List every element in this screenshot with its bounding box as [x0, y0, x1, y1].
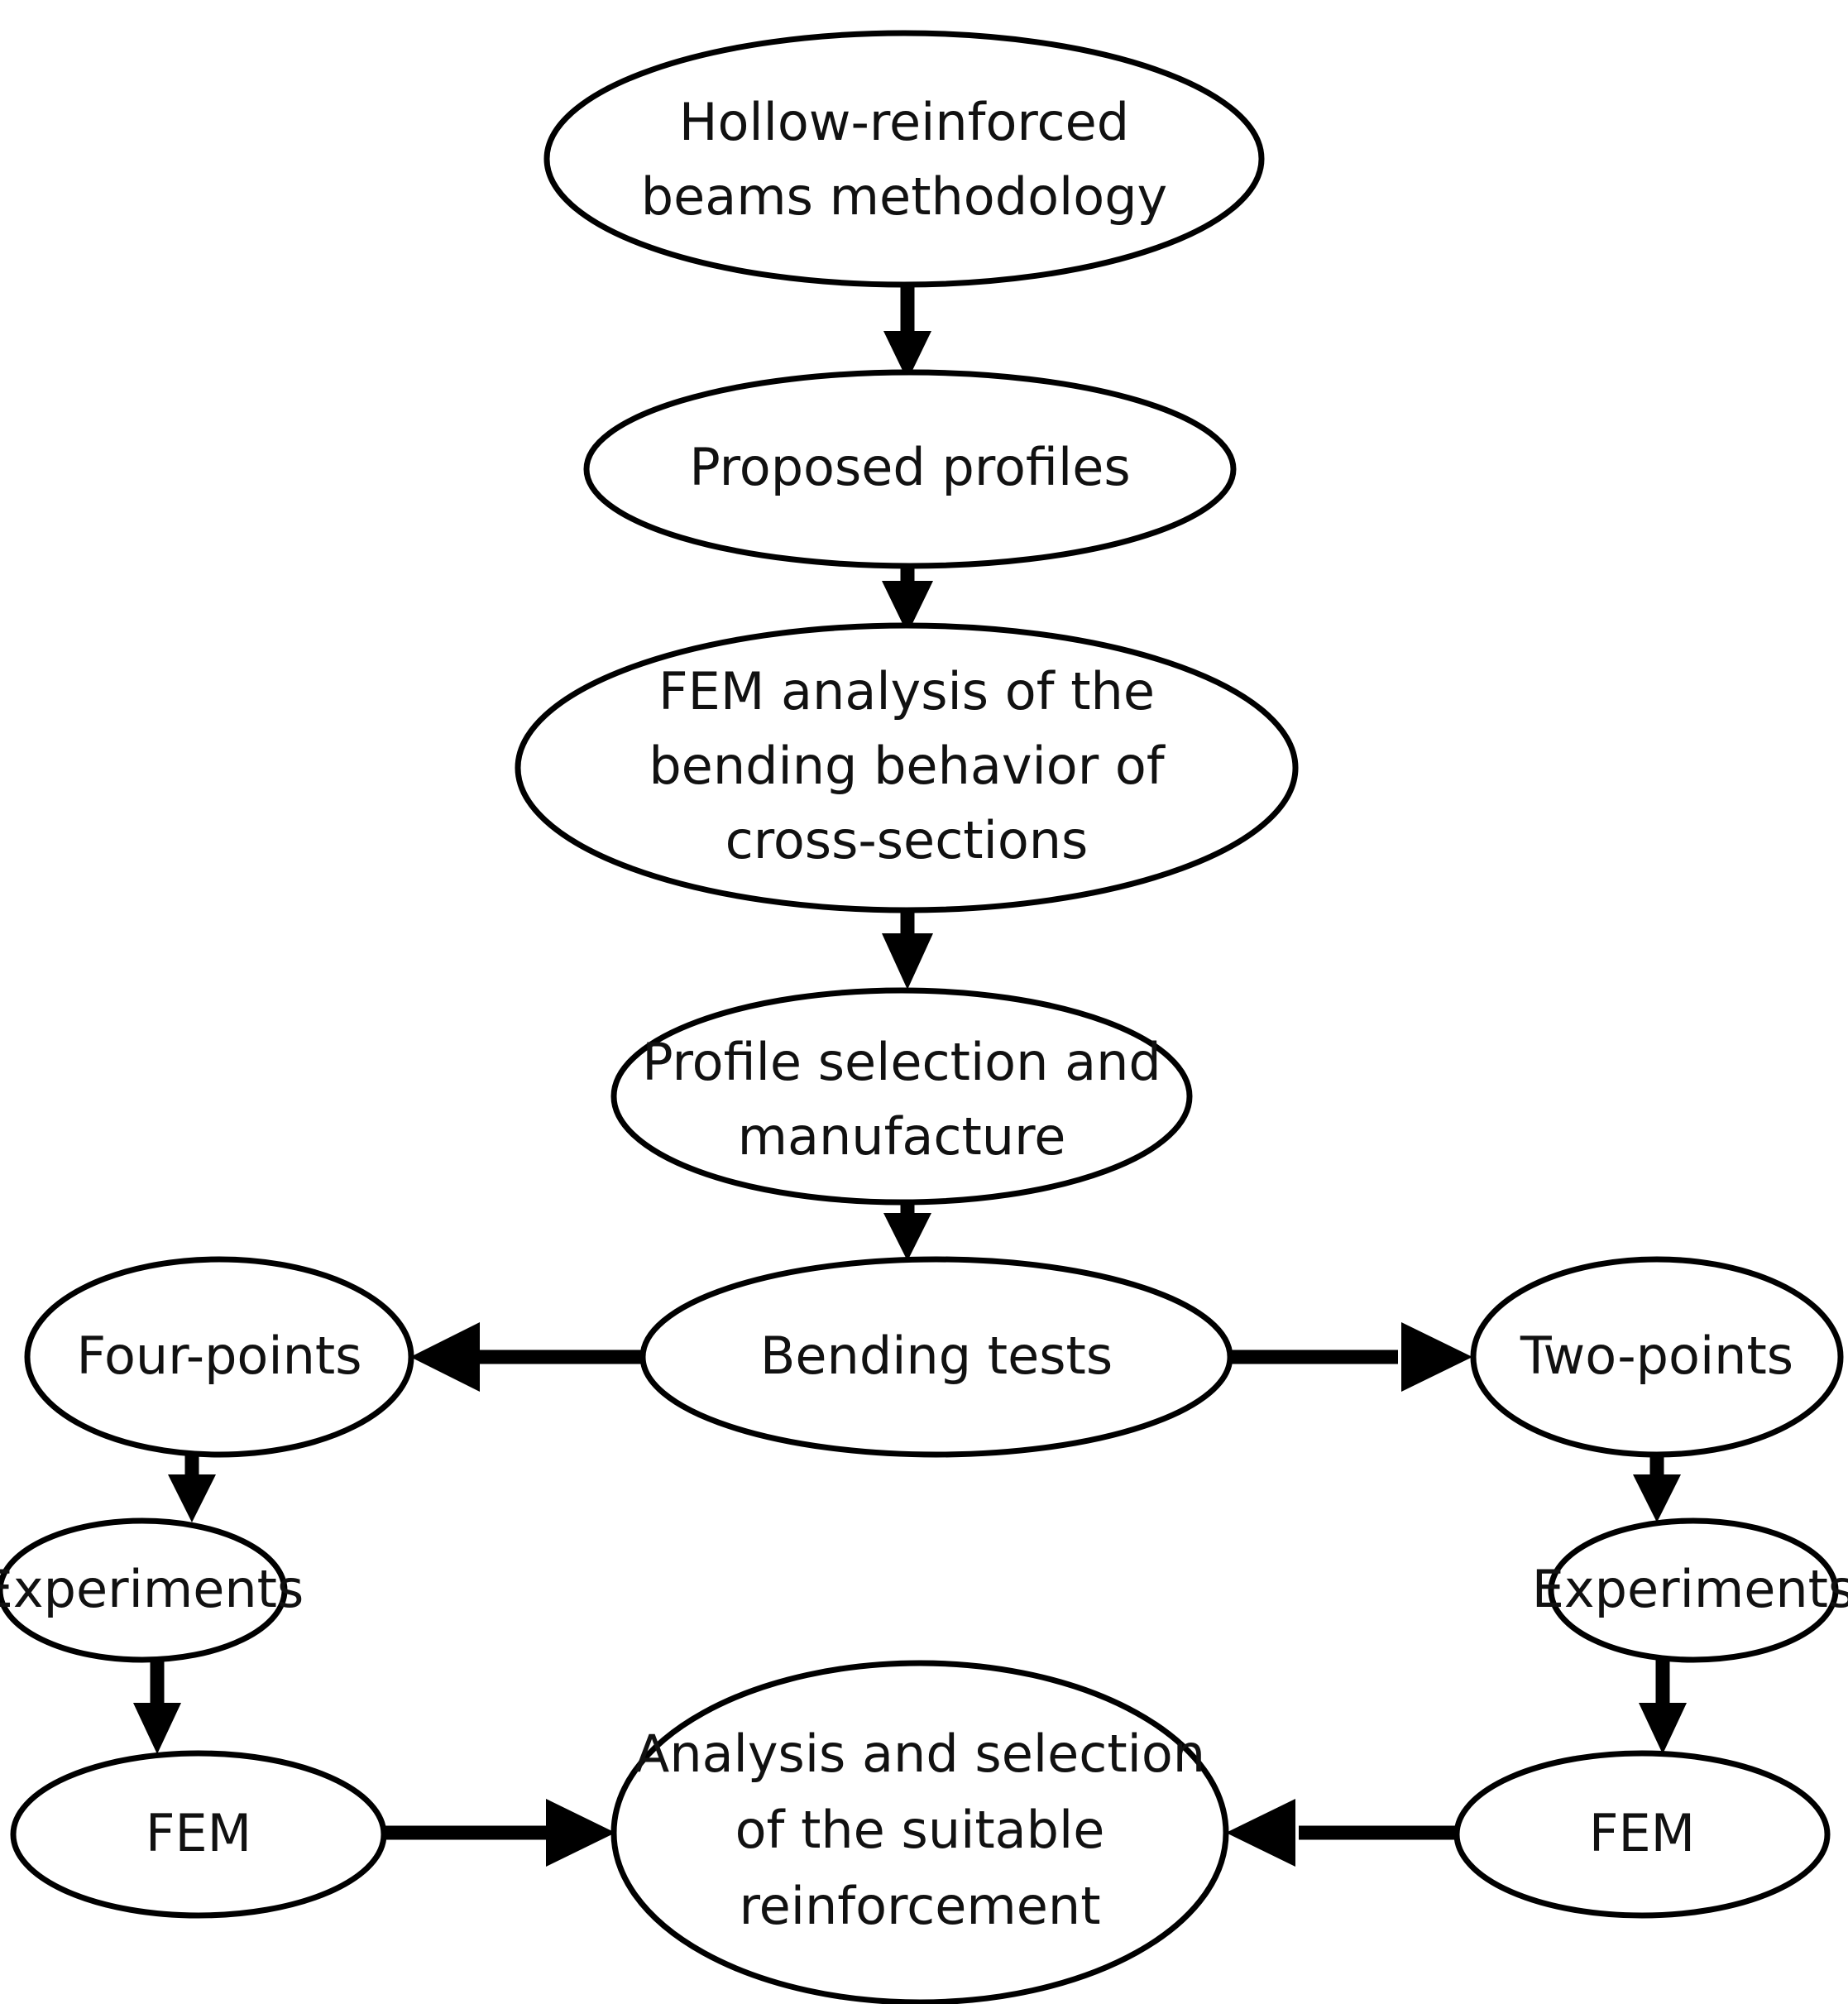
node-two-points-shape[interactable]	[1470, 1256, 1844, 1458]
node-experiments-right-shape[interactable]	[1548, 1517, 1839, 1663]
node-fem-analysis-shape[interactable]	[515, 622, 1299, 913]
node-fem-analysis-label-line-1: FEM analysis of the	[658, 661, 1155, 722]
node-methodology-label-line-2: beams methodology	[641, 166, 1167, 227]
edge-fem-left-to-analysis	[382, 1799, 615, 1867]
node-layer: Hollow-reinforced beams methodology Prop…	[0, 30, 1848, 2004]
node-experiments-left[interactable]: Experiments	[0, 1517, 304, 1663]
node-fem-right[interactable]: FEM	[1453, 1750, 1831, 1919]
node-analysis-selection-label-line-3: reinforcement	[739, 1876, 1100, 1936]
node-analysis-selection-label-line-1: Analysis and selection	[634, 1724, 1205, 1784]
edge-bending-tests-to-four-points	[410, 1322, 644, 1392]
node-proposed-profiles-shape[interactable]	[583, 369, 1237, 569]
node-profile-selection-label-line-1: Profile selection and	[642, 1032, 1161, 1092]
node-fem-analysis[interactable]: FEM analysis of the bending behavior of …	[515, 622, 1299, 913]
edge-experiments-left-to-fem-left	[133, 1660, 181, 1754]
node-four-points-label: Four-points	[77, 1326, 362, 1386]
node-methodology-label-line-1: Hollow-reinforced	[679, 92, 1129, 152]
edge-bending-tests-to-two-points	[1230, 1322, 1472, 1392]
node-bending-tests[interactable]: Bending tests	[639, 1256, 1233, 1458]
node-fem-analysis-label-line-2: bending behavior of	[649, 736, 1166, 796]
node-four-points-shape[interactable]	[24, 1256, 414, 1458]
node-bending-tests-shape[interactable]	[639, 1256, 1233, 1458]
node-analysis-selection-label-line-2: of the suitable	[735, 1800, 1105, 1860]
node-analysis-selection[interactable]: Analysis and selection of the suitable r…	[610, 1660, 1229, 2004]
edge-fem-right-to-analysis	[1226, 1799, 1458, 1867]
node-profile-selection-label-line-2: manufacture	[738, 1106, 1066, 1167]
edge-experiments-right-to-fem-right	[1639, 1660, 1687, 1754]
edge-four-points-to-experiments-left	[168, 1455, 216, 1522]
node-experiments-left-label: Experiments	[0, 1559, 304, 1619]
node-fem-left-shape[interactable]	[10, 1750, 387, 1919]
node-fem-right-label: FEM	[1589, 1803, 1695, 1863]
node-fem-left-label: FEM	[146, 1803, 251, 1863]
node-experiments-left-shape[interactable]	[0, 1517, 288, 1663]
node-fem-left[interactable]: FEM	[10, 1750, 387, 1919]
node-proposed-profiles-label: Proposed profiles	[689, 437, 1130, 497]
node-bending-tests-label: Bending tests	[760, 1326, 1113, 1386]
edge-proposed-to-fem-analysis	[882, 564, 933, 634]
node-two-points-label: Two-points	[1520, 1326, 1793, 1386]
node-profile-selection[interactable]: Profile selection and manufacture	[610, 987, 1193, 1206]
node-methodology-shape[interactable]	[543, 30, 1265, 288]
node-experiments-right[interactable]: Experiments	[1532, 1517, 1848, 1663]
node-fem-analysis-label-line-3: cross-sections	[725, 810, 1089, 870]
node-experiments-right-label: Experiments	[1532, 1559, 1848, 1619]
node-two-points[interactable]: Two-points	[1470, 1256, 1844, 1458]
node-four-points[interactable]: Four-points	[24, 1256, 414, 1458]
edge-two-points-to-experiments-right	[1633, 1455, 1681, 1522]
node-proposed-profiles[interactable]: Proposed profiles	[583, 369, 1237, 569]
node-methodology[interactable]: Hollow-reinforced beams methodology	[543, 30, 1265, 288]
edge-fem-analysis-to-profile-selection	[882, 909, 933, 990]
edge-methodology-to-proposed	[883, 281, 931, 381]
edge-profile-selection-to-bending-tests	[883, 1201, 931, 1261]
node-fem-right-shape[interactable]	[1453, 1750, 1831, 1919]
edge-layer	[133, 281, 1687, 1867]
node-analysis-selection-shape[interactable]	[610, 1660, 1229, 2004]
node-profile-selection-shape[interactable]	[610, 987, 1193, 1206]
